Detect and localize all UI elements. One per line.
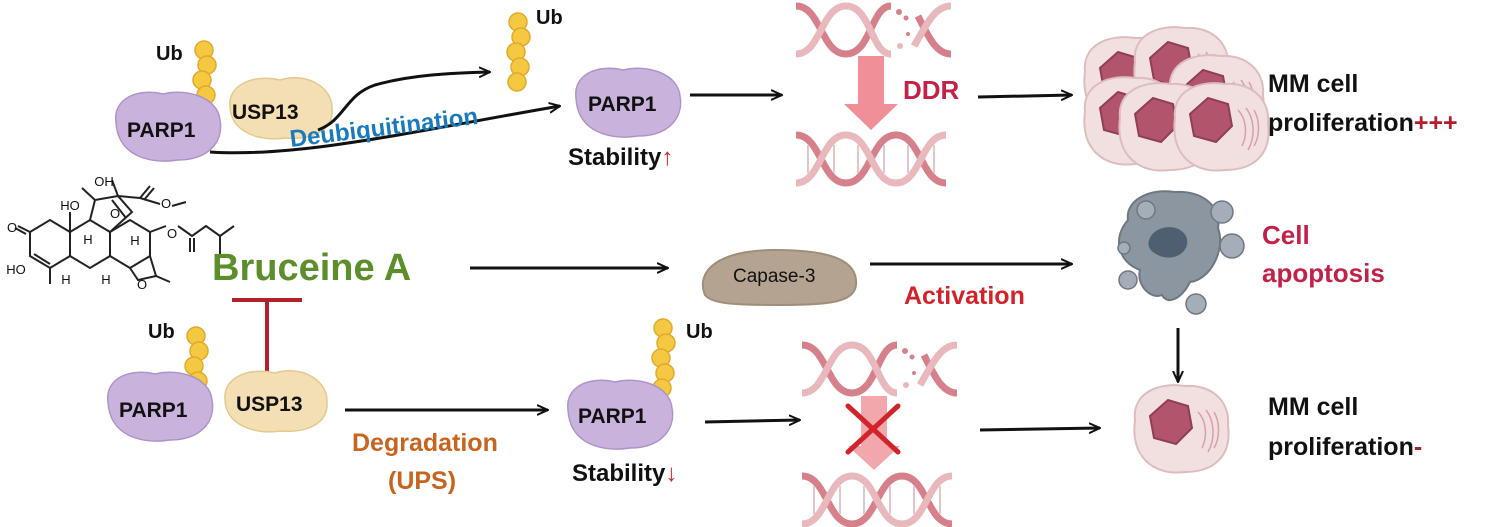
atom-label: O	[137, 277, 147, 292]
ubiquitin-chain-top-released	[506, 12, 531, 92]
atom-label: O	[167, 226, 177, 241]
proliferation-text: proliferation	[1268, 109, 1414, 137]
ub-label-top-bound: Ub	[156, 43, 183, 65]
degradation-label-line2: (UPS)	[388, 467, 457, 495]
atom-label: H	[61, 272, 70, 287]
ub-label-top-released: Ub	[536, 7, 563, 29]
bruceine-a-chemical-structure	[14, 179, 235, 284]
usp13-label-top: USP13	[232, 101, 299, 124]
atom-label: H	[130, 233, 139, 248]
degradation-label-line1: Degradation	[352, 429, 498, 457]
stability-text: Stability	[572, 460, 666, 487]
ddr-label: DDR	[903, 75, 960, 105]
stability-label-top: Stability↑	[568, 146, 673, 170]
up-arrow-icon: ↑	[661, 144, 674, 171]
ub-label-bottom-bound: Ub	[148, 321, 175, 343]
dna-repair-arrow	[844, 56, 898, 130]
proliferation-text: proliferation	[1268, 433, 1414, 461]
apoptotic-cell	[1117, 190, 1245, 315]
atom-label: O	[7, 220, 17, 235]
parp1-label-bottom: PARP1	[119, 399, 188, 422]
x-mark-icon	[845, 403, 901, 455]
caspase-3-label: Capase-3	[733, 266, 816, 287]
parp1-label-top: PARP1	[127, 119, 196, 142]
atom-label: O	[110, 206, 120, 221]
repaired-dna-top	[796, 135, 946, 183]
bruceine-a-label: Bruceine A	[212, 247, 412, 289]
atom-label: H	[101, 272, 110, 287]
ddr-to-proliferation-arrow	[977, 95, 1072, 97]
stability-text: Stability	[568, 144, 662, 171]
atom-label: O	[161, 196, 171, 211]
chemical-structure-atom-labels: OH HO O O HO H H H H O O O	[6, 174, 177, 292]
increase-sign: +++	[1413, 109, 1458, 137]
parp1-label-stabilized: PARP1	[588, 93, 657, 116]
unrepaired-dna-bottom	[802, 476, 952, 524]
caspase-3-protein	[701, 248, 858, 307]
parp1-to-dna-arrow-bottom	[704, 420, 800, 422]
down-arrow-icon: ↓	[665, 460, 678, 487]
damaged-dna-bottom	[802, 345, 957, 393]
apoptosis-label-line1: Cell	[1262, 220, 1310, 250]
outcome-label-bottom-line2: proliferation-	[1268, 435, 1422, 460]
mm-single-cell	[1133, 384, 1230, 474]
ubiquitin-release-arrow	[317, 72, 490, 132]
ub-label-bottom-attached: Ub	[686, 321, 713, 343]
atom-label: H	[83, 232, 92, 247]
decrease-sign: -	[1413, 433, 1423, 461]
dna-to-proliferation-arrow-bottom	[979, 428, 1100, 430]
damaged-dna-top	[796, 6, 951, 54]
mm-cell-cluster	[1083, 26, 1270, 172]
outcome-label-top-line2: proliferation+++	[1268, 111, 1458, 136]
atom-label: HO	[6, 262, 26, 277]
stability-label-bottom: Stability↓	[572, 462, 677, 486]
atom-label: OH	[94, 174, 114, 189]
apoptosis-label-line2: apoptosis	[1262, 258, 1385, 288]
deubiquitination-arrow	[209, 106, 560, 155]
usp13-label-bottom: USP13	[236, 393, 303, 416]
activation-label: Activation	[904, 282, 1025, 310]
atom-label: HO	[60, 198, 80, 213]
outcome-label-bottom-line1: MM cell	[1268, 393, 1359, 421]
outcome-label-top-line1: MM cell	[1268, 70, 1359, 98]
parp1-label-destabilized: PARP1	[578, 405, 647, 428]
